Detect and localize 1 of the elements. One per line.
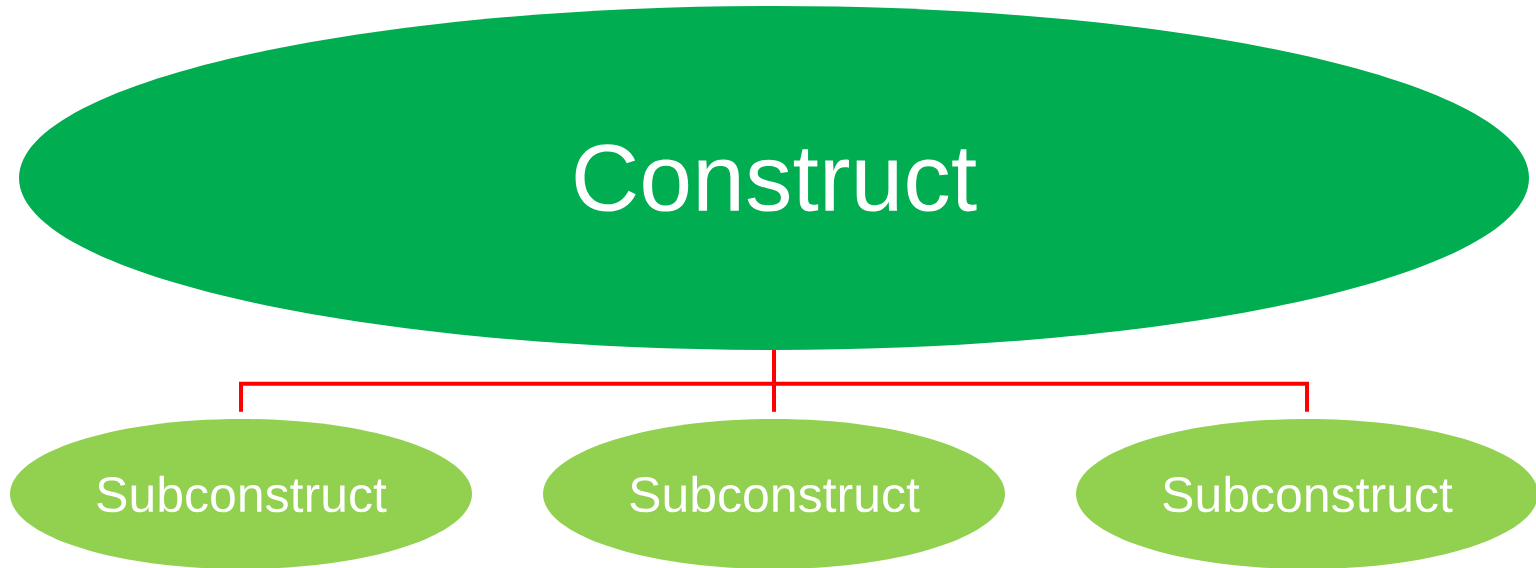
connector-line [772,350,1309,412]
